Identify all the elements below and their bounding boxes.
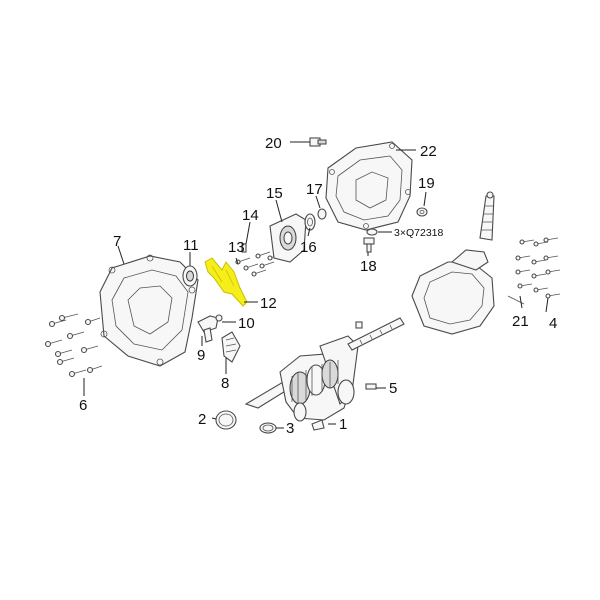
callout-5: 5	[389, 380, 397, 397]
callout-19: 19	[418, 175, 435, 192]
annotation-q72318: 3×Q72318	[394, 227, 443, 239]
callout-9: 9	[197, 347, 205, 364]
callout-6: 6	[79, 397, 87, 414]
o-ring	[259, 422, 277, 434]
snap-ring	[215, 410, 237, 430]
bell-housing	[99, 254, 199, 367]
gear-train-assembly	[244, 317, 405, 431]
release-bearing	[182, 265, 198, 287]
extension-housing	[411, 191, 495, 335]
callout-15: 15	[266, 185, 283, 202]
transmission-case	[325, 141, 413, 231]
pivot-stud-assembly	[197, 314, 223, 343]
callout-7: 7	[113, 233, 121, 250]
callout-11: 11	[183, 237, 199, 254]
callout-20: 20	[265, 135, 282, 152]
callout-17: 17	[306, 181, 323, 198]
callout-1: 1	[339, 416, 347, 433]
front-bearing-retainer	[269, 213, 307, 263]
oil-seal	[304, 213, 316, 231]
drain-plug	[309, 137, 327, 147]
callout-10: 10	[238, 315, 255, 332]
callout-12: 12	[260, 295, 277, 312]
dust-boot	[221, 331, 241, 363]
release-fork-highlighted	[204, 257, 248, 307]
callout-labels: 1 2 3 4 5 6 7 8 9 10 11 12 13 14 15 16 1…	[79, 135, 557, 437]
callout-3: 3	[286, 420, 294, 437]
leader-lines	[83, 141, 549, 429]
callout-4: 4	[549, 315, 557, 332]
bolt-group-4	[507, 237, 561, 305]
callout-2: 2	[198, 411, 206, 428]
washer-17	[317, 208, 327, 220]
callout-14: 14	[242, 207, 259, 224]
callout-8: 8	[221, 375, 229, 392]
bolt-group-6	[44, 313, 103, 378]
callout-13: 13	[228, 239, 245, 256]
bolt-group-13	[235, 243, 283, 277]
callout-21: 21	[512, 313, 529, 330]
callout-16: 16	[300, 239, 317, 256]
washer-19	[416, 207, 428, 217]
washer-q72318	[366, 228, 378, 236]
callout-18: 18	[360, 258, 377, 275]
bolt-18	[363, 237, 375, 253]
callout-22: 22	[420, 143, 437, 160]
